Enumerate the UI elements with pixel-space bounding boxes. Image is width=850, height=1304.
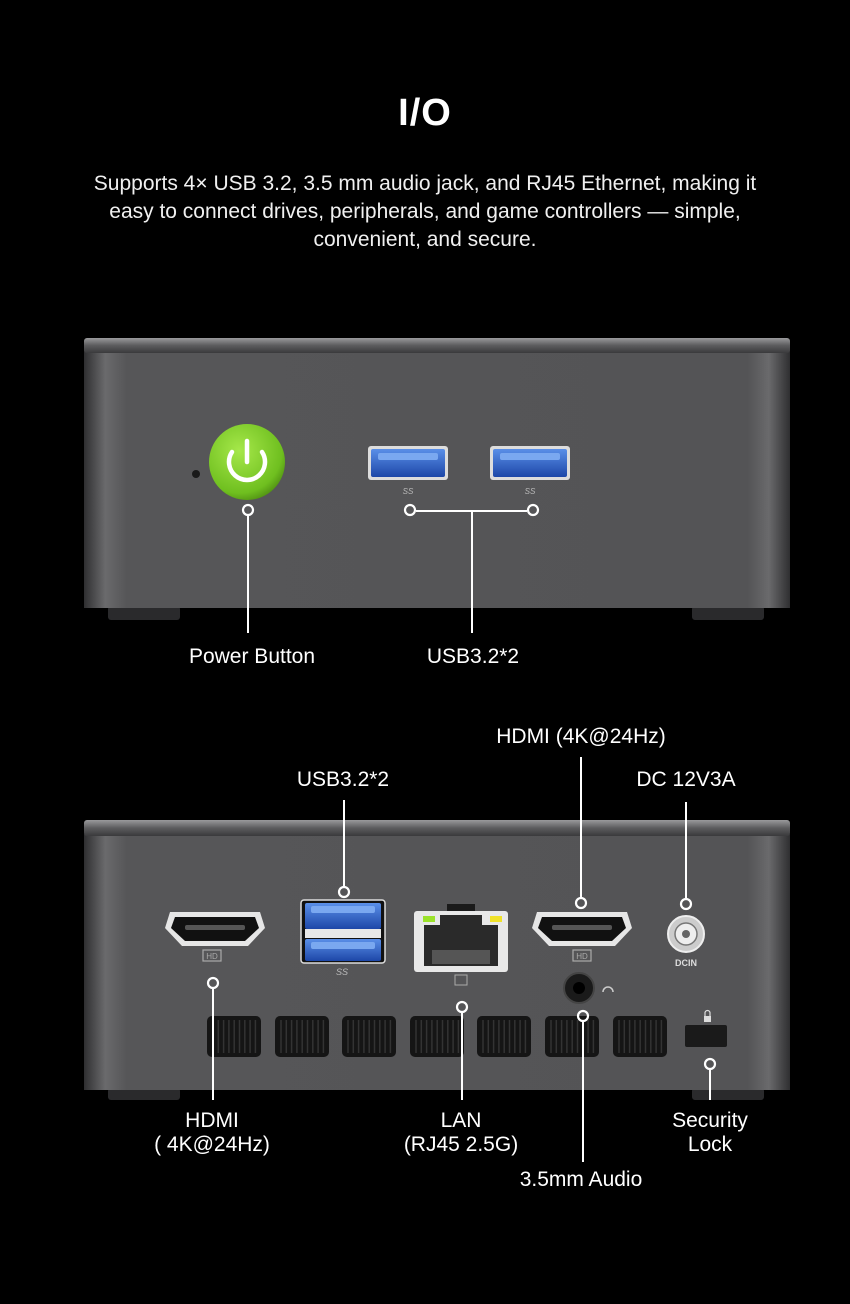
audio-jack <box>563 972 614 1004</box>
callout-marker <box>241 503 255 517</box>
lan-led-yellow <box>490 916 502 922</box>
callout-marker <box>455 1000 469 1014</box>
foot <box>108 606 180 620</box>
power-button[interactable] <box>209 424 285 500</box>
callout-marker <box>679 897 693 911</box>
foot <box>108 1088 180 1100</box>
usb-ss-mark: SS <box>403 487 414 496</box>
callout-marker <box>206 976 220 990</box>
label-hdmi-bottom: HDMI <box>185 1109 239 1132</box>
callout-marker <box>403 503 417 517</box>
lock-icon <box>704 1016 711 1022</box>
lid <box>84 338 790 353</box>
label-rear-usb: USB3.2*2 <box>297 768 389 791</box>
callout-marker <box>576 1009 590 1023</box>
label-lock: Lock <box>688 1133 733 1156</box>
usb-ss-mark: SS <box>525 487 536 496</box>
dc-jack: DCIN <box>667 915 705 968</box>
front-panel: SS SS Power Button USB3.2*2 <box>84 338 790 668</box>
vent <box>342 1016 396 1057</box>
usb-port: SS <box>368 446 448 496</box>
label-lan: LAN <box>441 1109 482 1132</box>
vent <box>410 1016 464 1057</box>
page-title: I/O <box>398 92 452 134</box>
callout-marker <box>526 503 540 517</box>
vent <box>207 1016 261 1057</box>
label-hdmi-bottom-spec: ( 4K@24Hz) <box>154 1133 270 1156</box>
foot <box>692 606 764 620</box>
hdmi-port: HD <box>165 912 265 962</box>
network-icon <box>454 974 468 986</box>
led-indicator <box>192 470 200 478</box>
page-description: Supports 4× USB 3.2, 3.5 mm audio jack, … <box>93 172 757 251</box>
lan-led-green <box>423 916 435 922</box>
usb-port: SS <box>490 446 570 496</box>
lan-port <box>414 904 508 986</box>
lid <box>84 820 790 836</box>
dcin-label: DCIN <box>675 958 697 968</box>
rear-panel: HD SS HD <box>84 725 790 1191</box>
usb-stack: SS <box>300 899 386 977</box>
hdmi-logo: HD <box>576 952 588 961</box>
vents <box>207 1016 667 1057</box>
label-audio: 3.5mm Audio <box>520 1168 643 1191</box>
hdmi-logo: HD <box>206 952 218 961</box>
label-lan-spec: (RJ45 2.5G) <box>404 1133 518 1156</box>
vent <box>613 1016 667 1057</box>
label-power-button: Power Button <box>189 645 315 668</box>
label-front-usb: USB3.2*2 <box>427 645 519 668</box>
vent <box>545 1016 599 1057</box>
security-lock-slot <box>685 1009 727 1047</box>
power-icon <box>226 449 268 483</box>
hdmi-port: HD <box>532 912 632 962</box>
callout-marker <box>337 885 351 899</box>
usb-ss-mark: SS <box>336 967 348 977</box>
label-dc: DC 12V3A <box>636 768 735 791</box>
label-hdmi-top: HDMI (4K@24Hz) <box>496 725 666 748</box>
label-security: Security <box>672 1109 748 1132</box>
vent <box>477 1016 531 1057</box>
callout-marker <box>703 1057 717 1071</box>
headphone-icon <box>602 986 614 993</box>
vent <box>275 1016 329 1057</box>
callout-marker <box>574 896 588 910</box>
